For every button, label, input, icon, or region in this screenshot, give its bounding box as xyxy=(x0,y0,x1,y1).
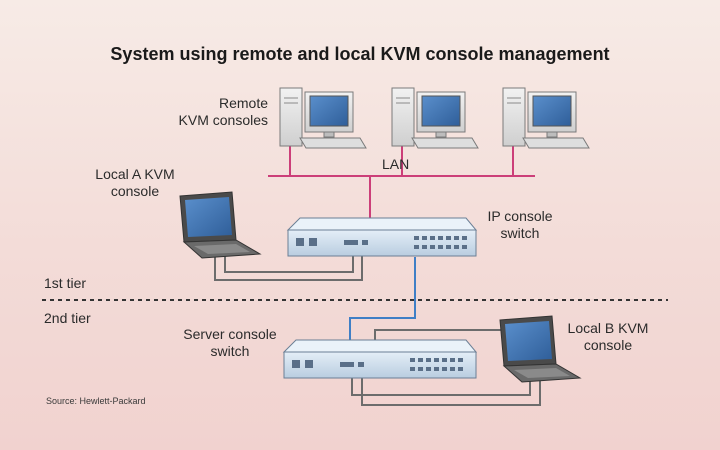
local-a-label-line2: console xyxy=(110,183,160,199)
remote-console-3 xyxy=(502,87,590,149)
tier1-label: 1st tier xyxy=(44,275,87,291)
local-b-label: Local B KVM console xyxy=(558,320,658,354)
diagram-title: System using remote and local KVM consol… xyxy=(110,44,610,64)
uplink-cable xyxy=(349,257,416,345)
server-console-switch xyxy=(282,339,478,379)
lan-label: LAN xyxy=(382,156,410,172)
server-switch-label: Server console switch xyxy=(170,326,290,360)
ip-switch-label-line2: switch xyxy=(500,225,540,241)
local-a-label-line1: Local A KVM xyxy=(95,166,175,182)
remote-console-1 xyxy=(279,87,367,149)
local-a-label: Local A KVM console xyxy=(80,166,190,200)
source-note: Source: Hewlett-Packard xyxy=(46,396,146,406)
server-switch-label-line1: Server console xyxy=(183,326,277,342)
lan-cables xyxy=(268,144,535,222)
ip-console-switch xyxy=(286,217,478,257)
server-switch-label-line2: switch xyxy=(210,343,250,359)
ip-switch-label-line1: IP console xyxy=(487,208,553,224)
local-a-cables xyxy=(214,245,363,281)
local-b-label-line2: console xyxy=(583,337,633,353)
ip-switch-label: IP console switch xyxy=(470,208,570,242)
remote-consoles-label: Remote KVM consoles xyxy=(150,95,268,129)
local-b-label-line1: Local B KVM xyxy=(567,320,649,336)
tier2-label: 2nd tier xyxy=(44,310,91,326)
remote-consoles-label-line2: KVM consoles xyxy=(178,112,268,128)
remote-consoles-label-line1: Remote xyxy=(218,95,268,111)
remote-console-2 xyxy=(391,87,479,149)
local-a-laptop xyxy=(179,191,261,259)
